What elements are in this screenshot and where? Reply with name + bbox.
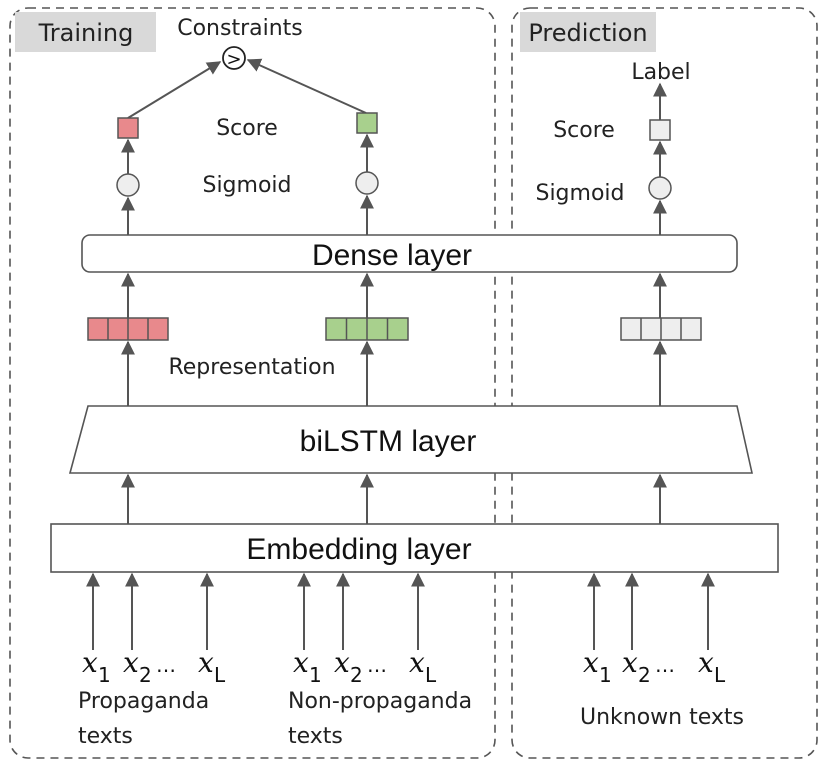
non-propaganda-token-x2-subscript: 2 <box>350 663 363 687</box>
non-propaganda-sigmoid-node <box>355 171 379 195</box>
representation-label: Representation <box>168 355 335 380</box>
unknown-token-x1-subscript: 1 <box>599 663 612 687</box>
non-propaganda-score-square <box>356 112 378 134</box>
unknown-score-square <box>649 119 671 141</box>
propaganda-token-x1: x <box>82 646 98 679</box>
training-sigmoid-label: Sigmoid <box>202 173 291 198</box>
propaganda-token-x1-subscript: 1 <box>98 663 111 687</box>
non-propaganda-caption-line1: Non-propaganda <box>288 689 472 714</box>
propaganda-token-xl: x <box>198 646 214 679</box>
non-propaganda-token-ellipsis: … <box>367 653 387 677</box>
non-propaganda-token-sequence: x 1 x 2 … x L <box>293 646 437 687</box>
constraints-label: Constraints <box>177 16 303 41</box>
embedding-layer <box>50 523 779 573</box>
non-propaganda-caption-line2: texts <box>288 724 343 749</box>
propaganda-token-x2: x <box>123 646 139 679</box>
embedding-layer-label: Embedding layer <box>246 533 471 566</box>
non-propaganda-token-x1-subscript: 1 <box>309 663 322 687</box>
unknown-representation-vector <box>620 317 702 341</box>
propaganda-token-sequence: x 1 x 2 … x L <box>82 646 226 687</box>
non-propaganda-token-x2: x <box>334 646 350 679</box>
non-propaganda-token-xl: x <box>409 646 425 679</box>
propaganda-token-x2-subscript: 2 <box>139 663 152 687</box>
unknown-sigmoid-node <box>648 176 672 200</box>
training-panel <box>9 7 496 759</box>
prediction-tag-background <box>520 12 656 52</box>
non-propaganda-representation-vector <box>325 317 409 341</box>
unknown-token-sequence: x 1 x 2 … x L <box>583 646 726 687</box>
unknown-token-x1: x <box>583 646 599 679</box>
comparison-symbol: > <box>226 49 241 70</box>
bilstm-layer <box>68 405 753 474</box>
arrow-red-score-to-constraint <box>127 61 222 119</box>
propaganda-caption-line2: texts <box>78 724 133 749</box>
unknown-token-xl: x <box>698 646 714 679</box>
prediction-score-label: Score <box>553 118 615 143</box>
unknown-token-xl-subscript: L <box>714 663 726 687</box>
unknown-caption: Unknown texts <box>580 705 744 730</box>
training-tag: Training <box>38 19 134 47</box>
propaganda-sigmoid-node <box>116 173 140 197</box>
comparison-node <box>222 46 246 70</box>
dense-layer <box>81 234 738 273</box>
propaganda-score-square <box>117 117 139 139</box>
non-propaganda-token-x1: x <box>293 646 309 679</box>
unknown-token-x2: x <box>622 646 638 679</box>
bilstm-layer-label: biLSTM layer <box>300 425 477 458</box>
propaganda-representation-vector <box>87 317 169 341</box>
training-tag-background <box>15 12 156 52</box>
unknown-token-ellipsis: … <box>655 653 675 677</box>
propaganda-token-ellipsis: … <box>156 653 176 677</box>
arrow-green-score-to-constraint <box>246 58 367 114</box>
unknown-token-x2-subscript: 2 <box>638 663 651 687</box>
prediction-tag: Prediction <box>528 19 647 47</box>
non-propaganda-token-xl-subscript: L <box>425 663 437 687</box>
label-output: Label <box>631 60 690 85</box>
prediction-sigmoid-label: Sigmoid <box>535 181 624 206</box>
propaganda-token-xl-subscript: L <box>214 663 226 687</box>
dense-layer-label: Dense layer <box>312 239 472 272</box>
propaganda-caption-line1: Propaganda <box>78 689 209 714</box>
training-score-label: Score <box>216 116 278 141</box>
